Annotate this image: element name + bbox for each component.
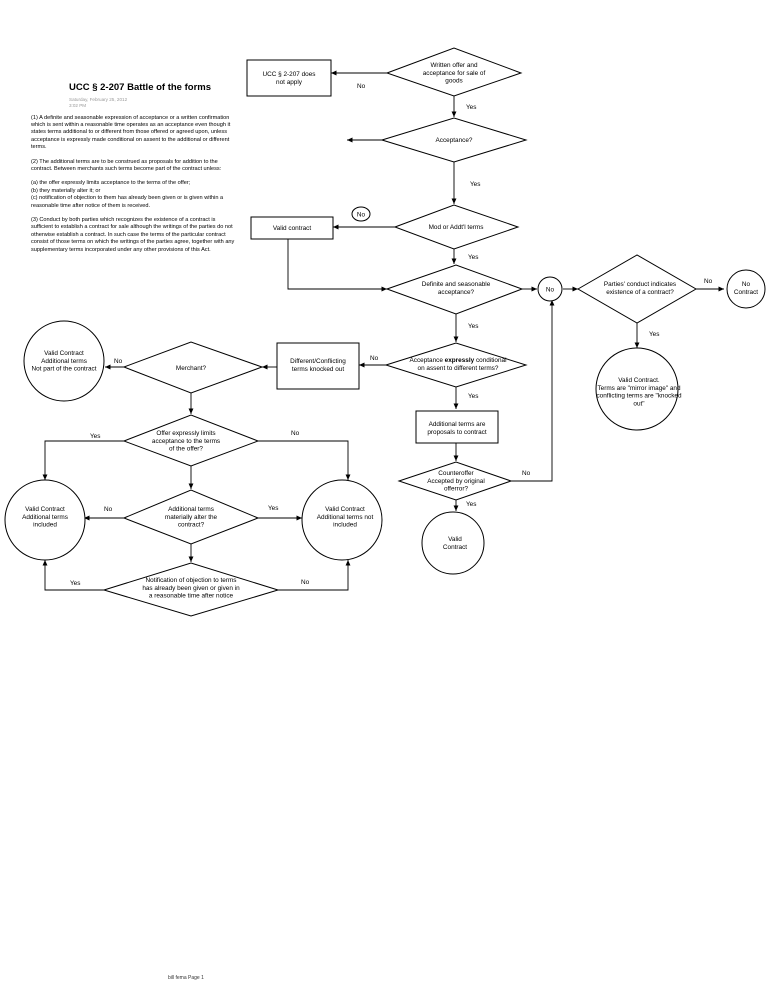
page-footer: bill fema Page 1 <box>168 975 204 981</box>
edge-limits-to-not-included <box>258 440 351 480</box>
edge-labels: No Yes Yes Yes Yes No Yes No Yes No No Y… <box>70 83 713 587</box>
edge-label: Yes <box>470 181 480 188</box>
node-text: Merchant? <box>176 365 207 372</box>
edge-label: Yes <box>649 331 659 338</box>
note-item-b: (b) they materially alter it; or <box>31 187 101 194</box>
note-date: Saturday, February 25, 2012 <box>69 97 128 102</box>
edge-label: No <box>522 470 531 477</box>
edge-label: Yes <box>70 580 80 587</box>
edge-notification-to-not-included <box>278 560 351 591</box>
decision-mod-terms: Mod or Addt'l terms <box>393 204 520 250</box>
edge-label: No <box>114 358 123 365</box>
edge-label: No <box>104 506 113 513</box>
edge-limits-to-included <box>42 440 124 480</box>
decision-merchant: Merchant? <box>122 341 264 394</box>
edge-label: No <box>704 278 713 285</box>
edge-label: No <box>370 355 379 362</box>
circle-no-top: No <box>351 206 371 222</box>
edge-notification-to-included <box>42 560 104 591</box>
node-text: Valid contract <box>273 225 311 232</box>
node-text: No <box>546 287 555 294</box>
note-timestamp: Saturday, February 25, 2012 3:02 PM <box>69 97 236 109</box>
edge-label: Yes <box>468 393 478 400</box>
edge-label: Yes <box>466 501 476 508</box>
note-paragraph-3: (3) Conduct by both parties which recogn… <box>31 217 235 253</box>
edge-label: Yes <box>468 323 478 330</box>
note-title: UCC § 2-207 Battle of the forms <box>69 82 212 93</box>
edge-label: Yes <box>268 505 278 512</box>
ucc-note: UCC § 2-207 Battle of the forms Saturday… <box>31 82 236 261</box>
decision-acceptance: Acceptance? <box>380 117 528 163</box>
edge-label: No <box>357 83 366 90</box>
connectors <box>42 70 724 591</box>
edge-valid-to-definite <box>287 238 387 292</box>
circle-no-mid: No <box>537 276 563 302</box>
node-text: Mod or Addt'l terms <box>429 224 484 231</box>
edge-label: Yes <box>468 254 478 261</box>
note-time: 3:02 PM <box>69 102 87 108</box>
node-text: Acceptance? <box>436 137 473 144</box>
note-paragraph-1: (1) A definite and seasonable expression… <box>31 114 231 151</box>
note-paragraph-2-items: (a) the offer expressly limits acceptanc… <box>31 180 236 210</box>
note-paragraph-2: (2) The additional terms are to be const… <box>31 158 222 173</box>
edge-label: No <box>301 579 310 586</box>
node-text: Valid Contract.Terms are "mirror image" … <box>596 377 681 407</box>
circle-mirror-image: Valid Contract.Terms are "mirror image" … <box>595 347 682 431</box>
note-item-c: (c) notification of objection to them ha… <box>31 195 224 209</box>
note-item-a: (a) the offer expressly limits acceptanc… <box>31 180 191 187</box>
edge-label: Yes <box>90 433 100 440</box>
node-text: No <box>357 212 366 219</box>
edge-counter-to-no <box>510 300 555 482</box>
edge-label: Yes <box>466 104 476 111</box>
edge-label: No <box>291 430 300 437</box>
box-valid-contract: Valid contract <box>250 216 334 240</box>
